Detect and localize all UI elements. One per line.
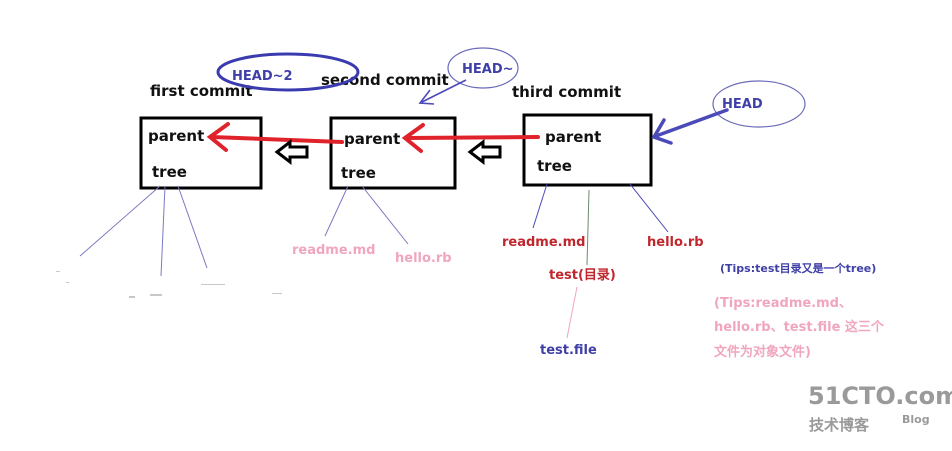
- head-arrow: [651, 108, 729, 145]
- third-tree-lines: [532, 183, 669, 233]
- hollow-arrow-left-2: [467, 138, 502, 166]
- head-tilde2-ellipse: [216, 52, 360, 92]
- second-tree-label: tree: [341, 164, 376, 182]
- third-test-line: [586, 189, 590, 266]
- first-tree-label: tree: [152, 163, 187, 181]
- second-parent-label: parent: [344, 130, 400, 148]
- second-hello-file: hello.rb: [395, 251, 452, 266]
- third-test-dir: test(目录): [549, 268, 616, 283]
- first-commit-title: first commit: [150, 82, 253, 100]
- head-tilde2-label: HEAD~2: [232, 69, 293, 84]
- test-dir-to-file-line: [566, 286, 578, 339]
- red-arrow-third-to-second: [401, 123, 540, 153]
- second-readme-file: readme.md: [292, 243, 375, 258]
- third-tree-label: tree: [537, 157, 572, 175]
- third-readme-file: readme.md: [502, 235, 585, 250]
- watermark-blog-en: Blog: [902, 413, 930, 426]
- third-hello-file: hello.rb: [647, 235, 704, 250]
- second-commit-box: [329, 116, 457, 190]
- third-commit-box: [522, 113, 653, 187]
- third-test-file: test.file: [540, 343, 597, 358]
- head-label: HEAD: [722, 97, 763, 112]
- first-tree-lines: [79, 185, 208, 277]
- first-tree-faint-marks: [56, 271, 282, 298]
- head-ellipse: [712, 80, 806, 128]
- second-tree-lines: [324, 185, 409, 245]
- head-tilde-arrow: [418, 79, 467, 105]
- first-commit-box: [139, 116, 263, 190]
- tip-object-files-line3: 文件为对象文件): [714, 344, 811, 360]
- head-tilde-label: HEAD~: [462, 62, 514, 77]
- third-parent-label: parent: [545, 128, 601, 146]
- hollow-arrow-left-1: [274, 138, 309, 166]
- watermark-blog-cn: 技术博客: [809, 416, 870, 434]
- third-commit-title: third commit: [512, 83, 621, 101]
- tip-object-files-line2: hello.rb、test.file 这三个: [714, 319, 885, 335]
- red-arrow-second-to-first: [206, 122, 344, 152]
- tip-object-files-line1: (Tips:readme.md、: [714, 296, 852, 311]
- watermark-site: 51CTO.com: [808, 382, 952, 410]
- first-parent-label: parent: [148, 127, 204, 145]
- head-tilde-ellipse: [447, 47, 519, 89]
- second-commit-title: second commit: [321, 71, 449, 89]
- tip-test-dir: (Tips:test目录又是一个tree): [720, 261, 876, 275]
